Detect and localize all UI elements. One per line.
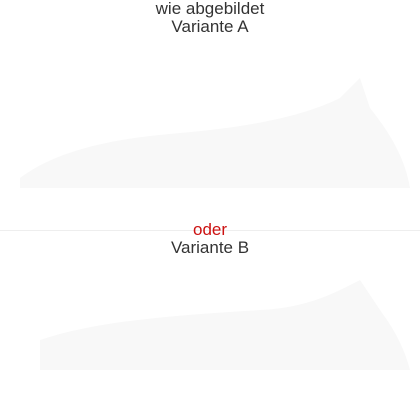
variant-b-image [0, 260, 420, 420]
variant-a-image [0, 38, 420, 220]
variant-b-ghost-graphic [40, 280, 410, 370]
variant-a-ghost-graphic [20, 78, 410, 188]
variant-a-caption: wie abgebildet [155, 0, 265, 18]
or-separator-text: oder [192, 220, 228, 239]
section-divider [0, 230, 420, 231]
ghost-shape [20, 78, 410, 188]
variant-b-title: Variante B [170, 238, 250, 257]
ghost-shape [40, 280, 410, 370]
variant-a-title: Variante A [171, 17, 249, 36]
